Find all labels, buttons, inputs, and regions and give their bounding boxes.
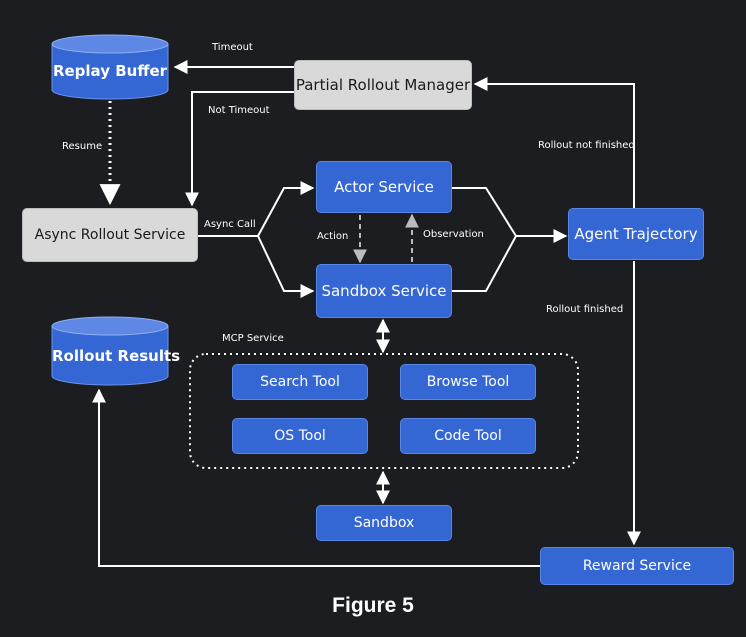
partial-rollout-manager-node: Partial Rollout Manager (294, 60, 472, 110)
os-tool-node: OS Tool (232, 418, 368, 454)
sandbox-node: Sandbox (316, 505, 452, 541)
action-label: Action (317, 231, 349, 242)
resume-label: Resume (62, 141, 103, 152)
rollout-results-cylinder (51, 316, 169, 386)
edge-join-actor (452, 187, 517, 237)
actor-service-node: Actor Service (316, 161, 452, 213)
edge-not-timeout (185, 91, 294, 207)
code-tool-node: Code Tool (400, 418, 536, 454)
timeout-label: Timeout (212, 42, 253, 53)
edge-to-rollout-results (92, 388, 540, 567)
browse-tool-node: Browse Tool (400, 364, 536, 400)
rollout-not-finished-label: Rollout not finished (538, 140, 635, 151)
reward-service-node: Reward Service (540, 547, 734, 585)
search-tool-node: Search Tool (232, 364, 368, 400)
figure-caption: Figure 5 (332, 594, 414, 617)
edge-fork-sandbox (257, 235, 315, 298)
mcp-service-container (189, 353, 579, 469)
edge-fork-actor (257, 181, 315, 237)
replay-buffer-cylinder (51, 34, 169, 100)
not-timeout-label: Not Timeout (208, 105, 270, 116)
observation-label: Observation (423, 229, 484, 240)
agent-trajectory-node: Agent Trajectory (568, 208, 704, 260)
sandbox-service-node: Sandbox Service (316, 264, 452, 318)
edge-rollout-not-finished (473, 77, 635, 208)
async-rollout-service-node: Async Rollout Service (22, 208, 198, 262)
rollout-results-label: Rollout Results (52, 347, 181, 365)
mcp-service-label: MCP Service (222, 333, 284, 344)
edge-join-sandbox (452, 235, 517, 292)
rollout-finished-label: Rollout finished (546, 304, 624, 315)
replay-buffer-label: Replay Buffer (52, 62, 168, 80)
async-call-label: Async Call (204, 219, 256, 230)
